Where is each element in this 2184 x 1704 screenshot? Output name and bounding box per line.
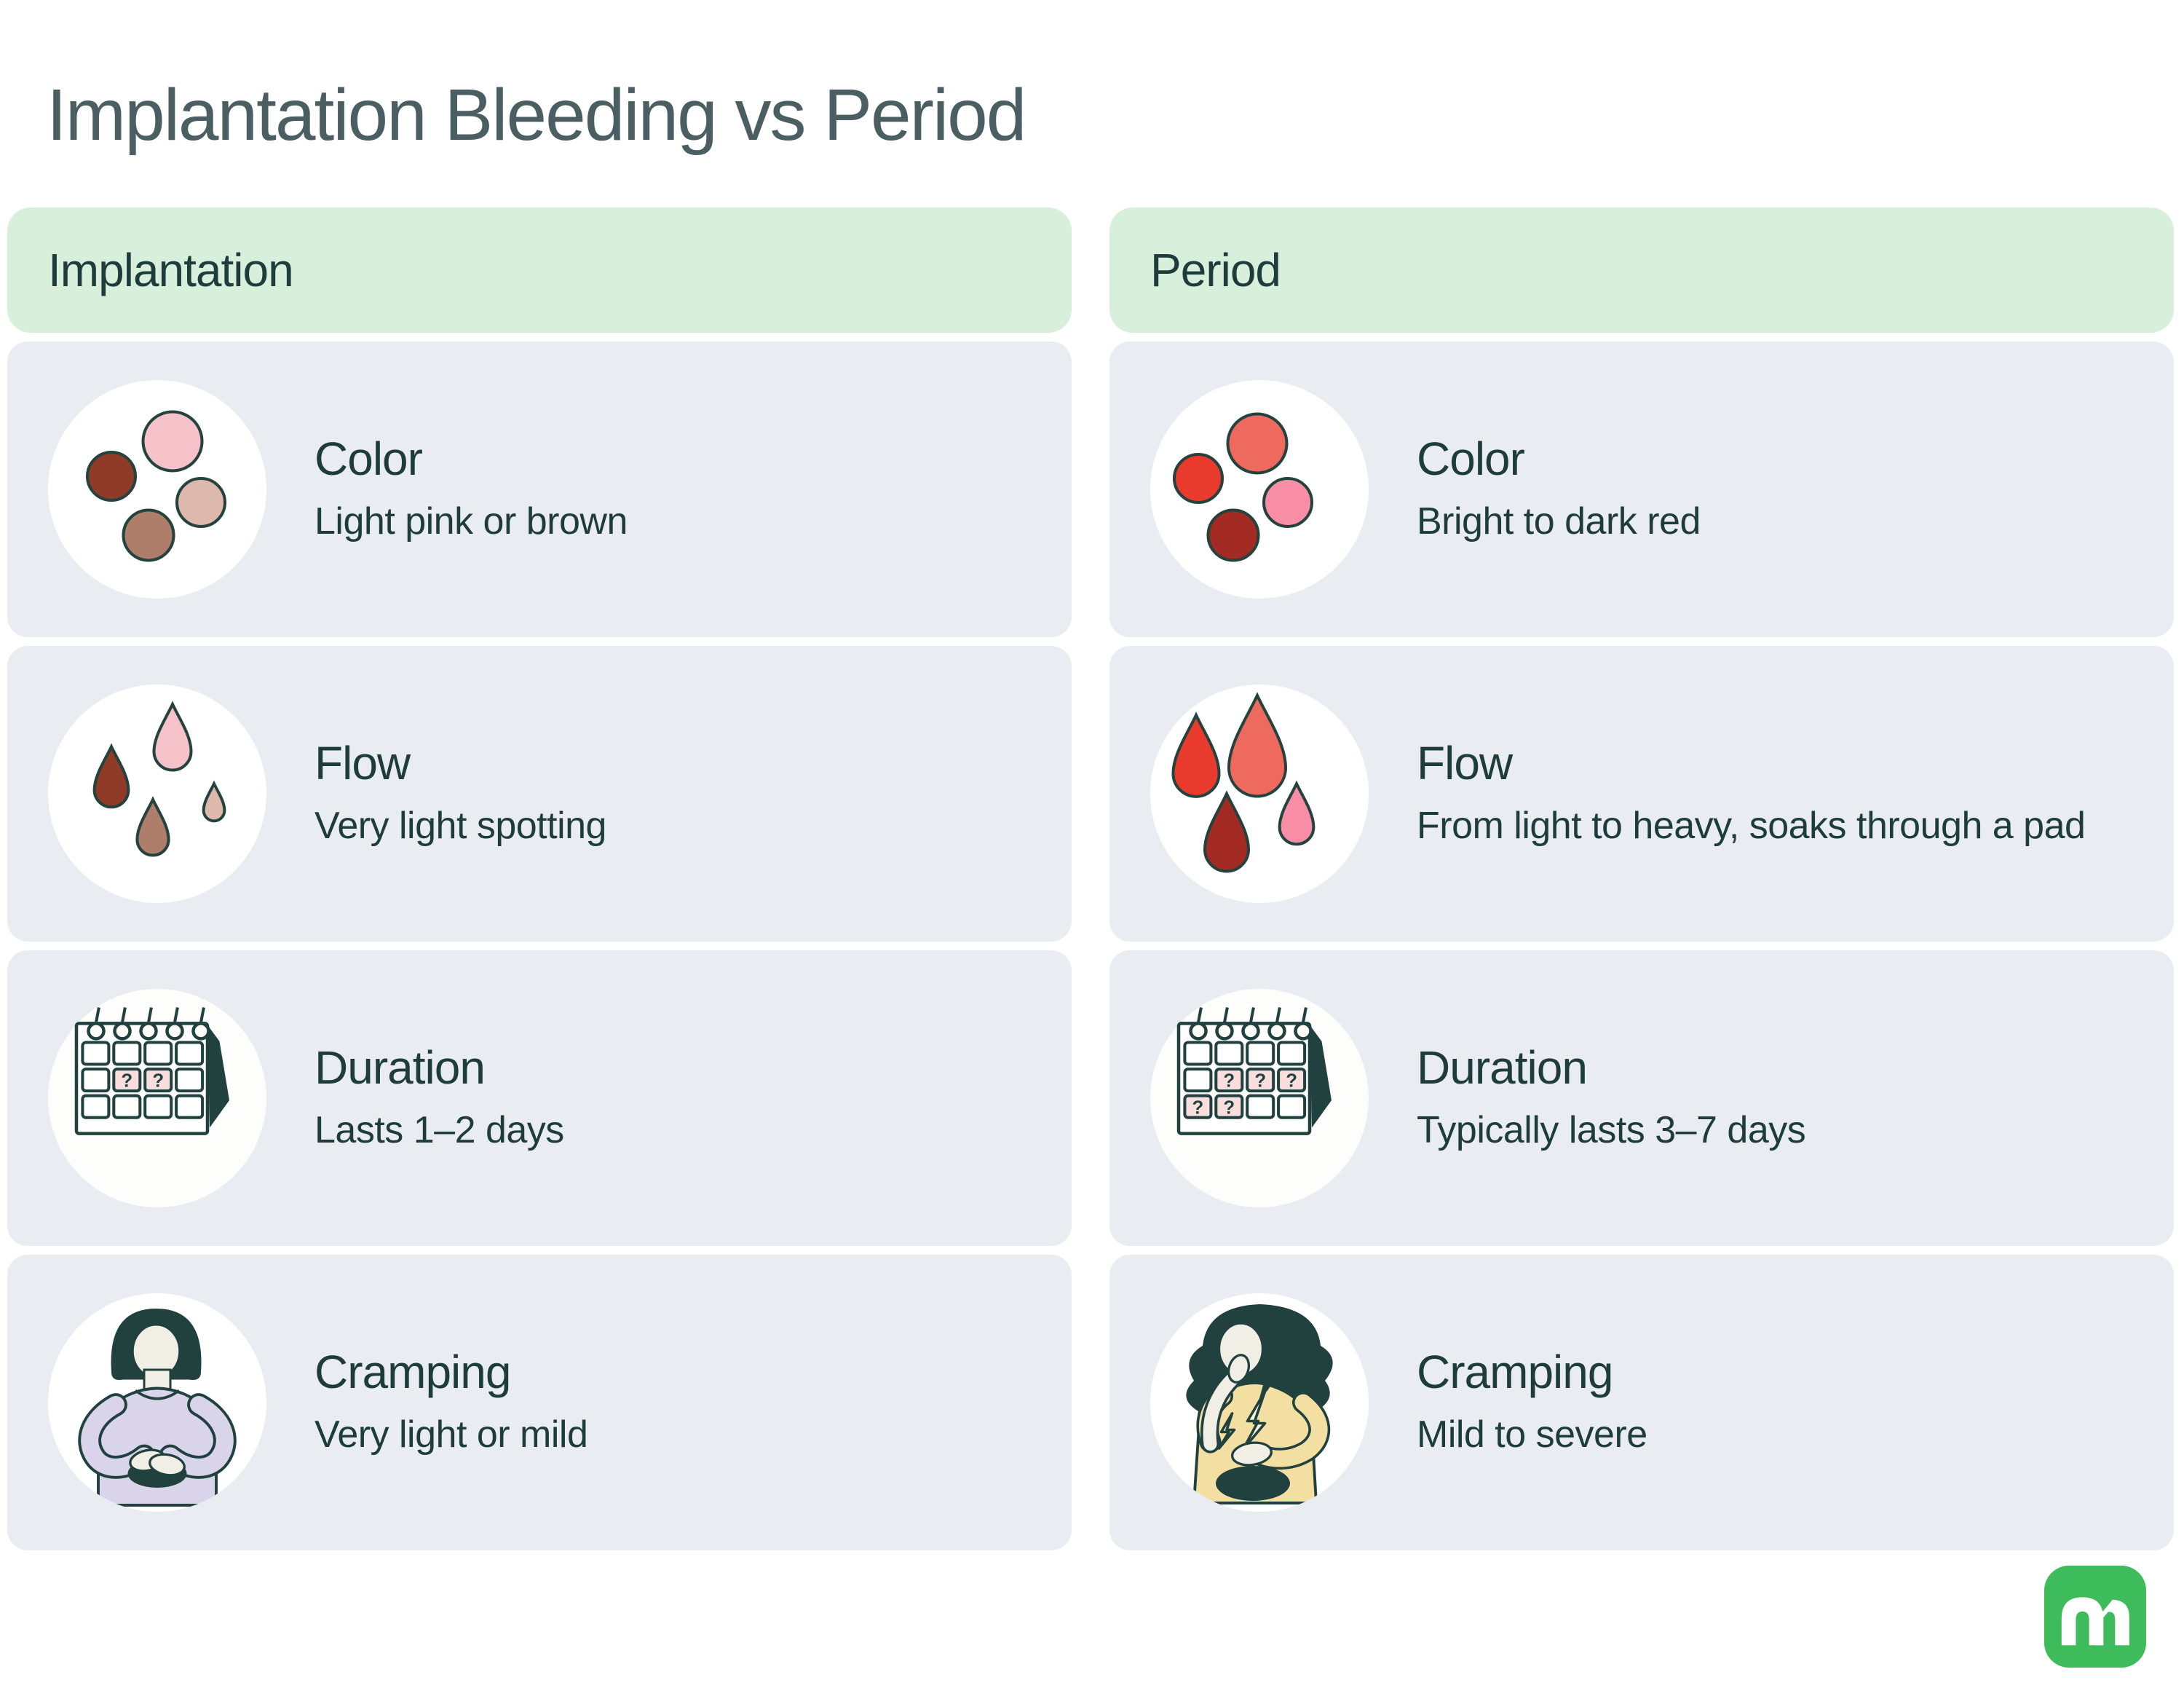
highlighted-day-cell (1214, 1094, 1244, 1119)
highlighted-day-cell (1183, 1094, 1213, 1119)
blood-circle (1172, 452, 1224, 505)
question-mark: ? (152, 1071, 164, 1092)
blood-color-circles-icon (1150, 380, 1369, 599)
blood-circle (1226, 412, 1289, 475)
highlighted-day-cell (1277, 1068, 1307, 1093)
highlighted-day-cell (1214, 1068, 1244, 1093)
implantation-cramping-card: Cramping Very light or mild (7, 1255, 1072, 1550)
comparison-grid: Implantation Color Light pink or brown (7, 208, 2174, 1550)
question-mark: ? (1286, 1071, 1297, 1092)
column-implantation: Implantation Color Light pink or brown (7, 208, 1072, 1550)
row-text: Duration Lasts 1–2 days (314, 1044, 564, 1151)
blood-color-circles-icon (48, 380, 266, 599)
question-mark: ? (1192, 1097, 1204, 1118)
row-description: Bright to dark red (1417, 500, 1701, 543)
calendar-stand (207, 1025, 229, 1128)
calendar-icon: ? ? (48, 989, 266, 1207)
pain-lightning-bolt (1217, 1412, 1236, 1450)
hair (1255, 1315, 1280, 1398)
row-title: Color (314, 433, 423, 486)
page-title: Implantation Bleeding vs Period (47, 74, 1026, 156)
period-cramping-card: Cramping Mild to severe (1109, 1255, 2174, 1550)
row-title: Cramping (1417, 1346, 1613, 1399)
row-description: Typically lasts 3–7 days (1417, 1109, 1806, 1152)
blood-circle (85, 450, 138, 502)
blood-drops-icon (1150, 685, 1369, 903)
blood-circle (175, 476, 227, 529)
period-header-card: Period (1109, 208, 2174, 333)
row-title: Flow (1417, 737, 1513, 790)
blood-circle (122, 508, 175, 562)
row-title: Color (1417, 433, 1525, 486)
blood-circle (141, 410, 204, 473)
period-header-label: Period (1150, 244, 1281, 296)
hand (1227, 1354, 1251, 1384)
brand-logo (2044, 1566, 2146, 1668)
implantation-header-label: Implantation (48, 244, 294, 296)
woman-cramping-icon (1150, 1293, 1369, 1512)
hand (149, 1453, 186, 1477)
row-title: Duration (314, 1041, 486, 1094)
highlighted-day-cell (112, 1068, 142, 1093)
calendar-icon: ? ? ? ? ? (1150, 989, 1369, 1207)
woman-cramping-icon (48, 1293, 266, 1512)
row-description: From light to heavy, soaks through a pad (1417, 805, 2086, 848)
blood-drops-icon (48, 685, 266, 903)
row-description: Very light spotting (314, 805, 606, 848)
row-title: Flow (314, 737, 411, 790)
row-text: Flow From light to heavy, soaks through … (1417, 737, 2086, 848)
row-text: Flow Very light spotting (314, 740, 606, 847)
row-title: Cramping (314, 1346, 511, 1399)
row-text: Cramping Very light or mild (314, 1346, 588, 1456)
highlighted-day-cell (143, 1068, 173, 1093)
question-mark: ? (1223, 1071, 1235, 1092)
implantation-duration-card: ? ? Duration Lasts 1–2 days (7, 950, 1072, 1246)
row-description: Light pink or brown (314, 500, 628, 543)
question-mark: ? (1223, 1097, 1235, 1118)
row-description: Lasts 1–2 days (314, 1109, 564, 1152)
row-text: Color Light pink or brown (314, 435, 628, 543)
question-mark: ? (1254, 1071, 1266, 1092)
blood-circle (1262, 476, 1314, 529)
brand-m-icon (2061, 1597, 2129, 1646)
row-text: Color Bright to dark red (1417, 435, 1701, 543)
row-description: Very light or mild (314, 1413, 588, 1456)
highlighted-day-cell (1246, 1068, 1275, 1093)
hand (1231, 1441, 1273, 1467)
implantation-header-card: Implantation (7, 208, 1072, 333)
column-period: Period Color Bright to dark red (1109, 208, 2174, 1550)
calendar-stand (1310, 1025, 1332, 1128)
row-title: Duration (1417, 1041, 1588, 1094)
period-flow-card: Flow From light to heavy, soaks through … (1109, 646, 2174, 942)
question-mark: ? (121, 1071, 132, 1092)
implantation-color-card: Color Light pink or brown (7, 342, 1072, 637)
infographic: Implantation Bleeding vs Period Implanta… (7, 74, 2174, 1550)
row-text: Cramping Mild to severe (1417, 1349, 1647, 1456)
implantation-flow-card: Flow Very light spotting (7, 646, 1072, 942)
period-color-card: Color Bright to dark red (1109, 342, 2174, 637)
blood-circle (1206, 508, 1260, 562)
row-text: Duration Typically lasts 3–7 days (1417, 1041, 1806, 1152)
row-description: Mild to severe (1417, 1413, 1647, 1456)
period-duration-card: ? ? ? ? ? Duration Typically lasts 3–7 d… (1109, 950, 2174, 1246)
